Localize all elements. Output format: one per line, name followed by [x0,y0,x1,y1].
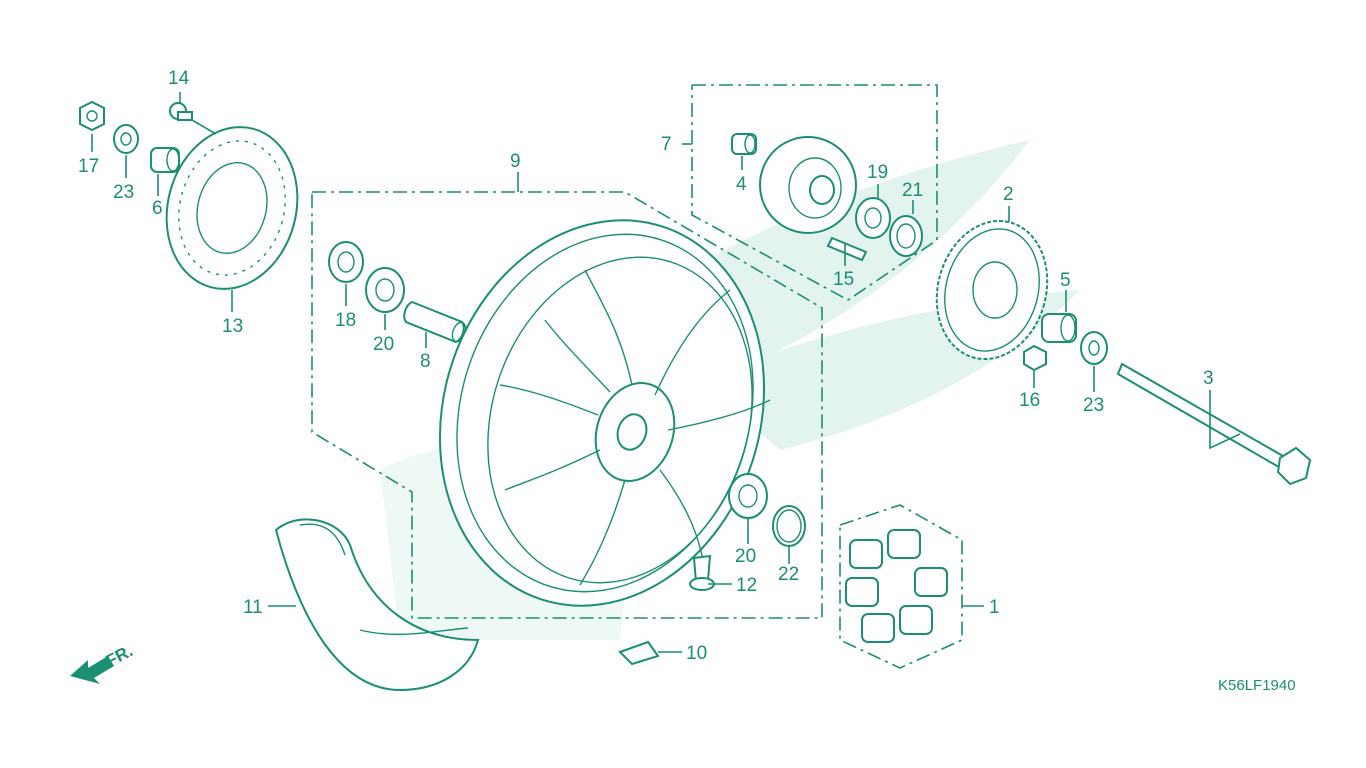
bearing-20-upper [365,267,405,313]
disc-bolt [169,102,193,121]
hub-flange [759,136,857,234]
bearing-18 [328,241,364,283]
collar-5 [1041,313,1077,343]
axle [1116,362,1312,486]
callout-16: 16 [1019,390,1040,411]
callout-1: 1 [989,597,1000,618]
washer-23-left [113,124,139,154]
callout-13: 13 [222,316,243,337]
stud-15 [826,236,868,262]
clip-10 [618,640,660,666]
bearing-20-lower [728,473,768,519]
callout-19: 19 [867,162,888,183]
oil-seal-21 [889,215,923,257]
callout-12: 12 [736,575,757,596]
callout-18: 18 [335,310,356,331]
callout-2: 2 [1003,184,1014,205]
callout-9: 9 [510,151,521,172]
callout-4: 4 [736,174,747,195]
sprocket [935,219,1049,361]
mud-guard [274,518,480,692]
callout-8: 8 [420,351,431,372]
callout-6: 6 [152,198,163,219]
collar-6 [150,147,180,173]
callout-23-right: 23 [1083,395,1104,416]
tire-valve [689,554,715,591]
callout-labels: 17 23 6 14 13 18 20 8 9 7 4 15 19 21 2 5… [78,68,1214,664]
nut-16 [1023,344,1047,372]
o-ring-22 [772,505,806,547]
diagram-code: K56LF1940 [1218,677,1296,694]
callout-10: 10 [686,643,707,664]
wheel-rim [438,219,771,607]
front-direction-arrow: FR. [70,641,136,684]
callout-22: 22 [778,564,799,585]
distance-collar [403,300,467,344]
brake-disc [165,126,299,290]
callout-15: 15 [833,269,854,290]
callout-5: 5 [1060,270,1071,291]
callout-3: 3 [1203,368,1214,389]
damper-rubbers [845,529,948,643]
callout-14: 14 [168,68,190,89]
callout-11: 11 [243,597,263,618]
bearing-19 [855,197,891,239]
collar-4 [731,133,757,155]
assembly-outlines [311,84,963,669]
leader-lines [91,92,1241,653]
callout-21: 21 [902,180,923,201]
washer-23-right [1080,331,1108,365]
callout-7: 7 [661,134,672,155]
callout-23-left: 23 [113,182,134,203]
nut-17 [79,100,105,132]
callout-17: 17 [78,156,99,177]
callout-20-lower: 20 [735,546,756,567]
callout-20-upper: 20 [373,334,394,355]
